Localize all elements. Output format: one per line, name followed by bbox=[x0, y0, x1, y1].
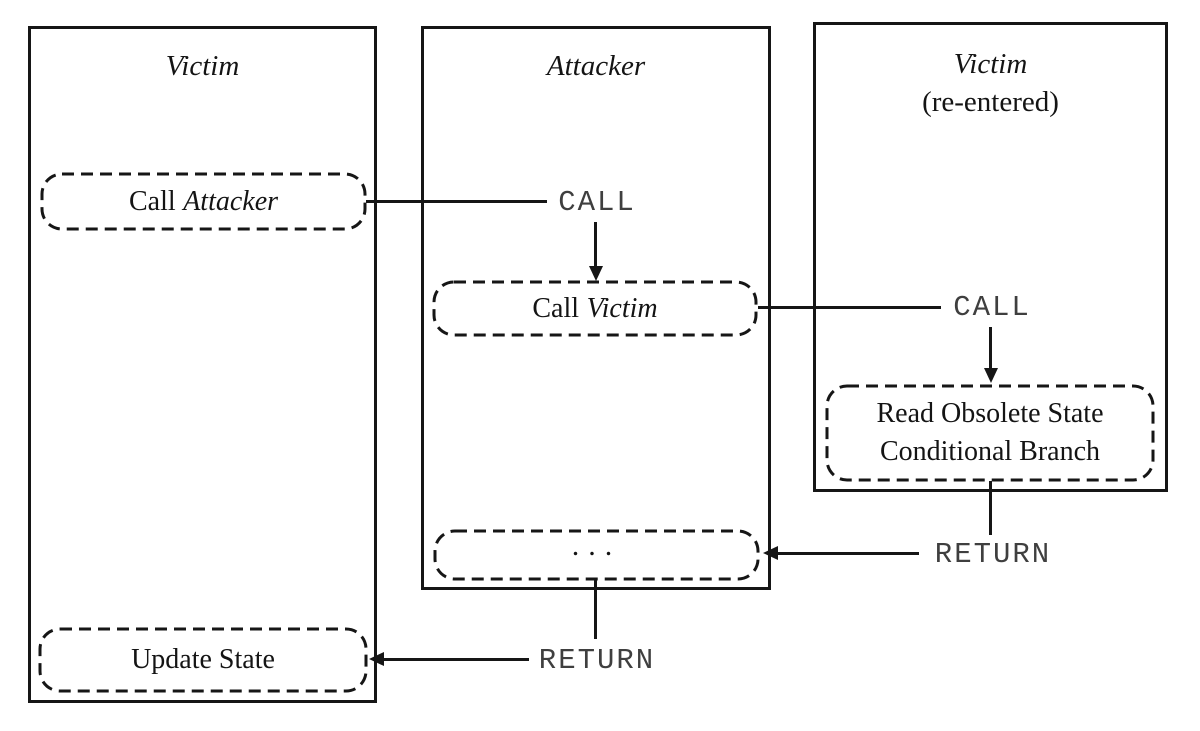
edge-call1-arrowhead-icon bbox=[589, 266, 603, 281]
node-ellipsis-label: ... bbox=[433, 529, 760, 581]
edge-victim-to-attacker-line bbox=[366, 200, 547, 203]
node-read-obsolete-state: Read Obsolete State Conditional Branch bbox=[825, 384, 1155, 482]
victim-reentered-subtitle: (re-entered) bbox=[922, 86, 1059, 118]
edge-call1-arrow-shaft bbox=[594, 222, 597, 267]
read-obsolete-line: Read Obsolete State bbox=[876, 398, 1104, 429]
edge-return1-arrowhead-icon bbox=[763, 546, 778, 560]
attacker-column-title: Attacker bbox=[546, 50, 646, 82]
node-call-victim-label: Call Victim bbox=[432, 280, 758, 337]
call-word: Call bbox=[532, 292, 580, 324]
return-label-attacker: RETURN bbox=[538, 644, 656, 677]
call-label-attacker: CALL bbox=[558, 186, 636, 219]
edge-call2-arrowhead-icon bbox=[984, 368, 998, 383]
call-word: Call bbox=[128, 185, 176, 217]
dashed-border-shape bbox=[38, 627, 368, 693]
edge-return1-stem bbox=[989, 481, 992, 535]
node-update-state-label: Update State bbox=[38, 627, 368, 693]
edge-attacker-to-victim2-line bbox=[758, 306, 941, 309]
node-call-attacker-label: Call Attacker bbox=[40, 172, 367, 231]
edge-return1-line bbox=[777, 552, 919, 555]
node-read-obsolete-state-label: Read Obsolete State Conditional Branch bbox=[825, 384, 1155, 482]
return-label-victim-reentered: RETURN bbox=[934, 538, 1052, 571]
update-state-text: Update State bbox=[131, 644, 275, 675]
dashed-border-shape bbox=[825, 384, 1155, 482]
node-update-state: Update State bbox=[38, 627, 368, 693]
victim-column-title: Victim bbox=[165, 50, 240, 82]
victim-word: Victim bbox=[586, 292, 658, 324]
victim-column-box: Victim bbox=[28, 26, 377, 703]
dashed-border-shape bbox=[432, 280, 758, 337]
node-ellipsis: ... bbox=[433, 529, 760, 581]
edge-return2-arrowhead-icon bbox=[369, 652, 384, 666]
ellipsis-text: ... bbox=[571, 529, 622, 562]
attacker-word: Attacker bbox=[183, 185, 279, 217]
node-call-victim: Call Victim bbox=[432, 280, 758, 337]
victim-reentered-column-title: Victim (re-entered) bbox=[816, 45, 1165, 121]
call-label-victim-reentered: CALL bbox=[953, 291, 1031, 324]
edge-return2-stem bbox=[594, 579, 597, 639]
conditional-branch-line: Conditional Branch bbox=[879, 436, 1101, 467]
edge-return2-line bbox=[383, 658, 529, 661]
edge-call2-arrow-shaft bbox=[989, 327, 992, 369]
dashed-border-shape bbox=[433, 529, 760, 581]
node-call-attacker: Call Attacker bbox=[40, 172, 367, 231]
dashed-border-shape bbox=[40, 172, 367, 231]
victim-reentered-title-line: Victim bbox=[953, 48, 1028, 80]
